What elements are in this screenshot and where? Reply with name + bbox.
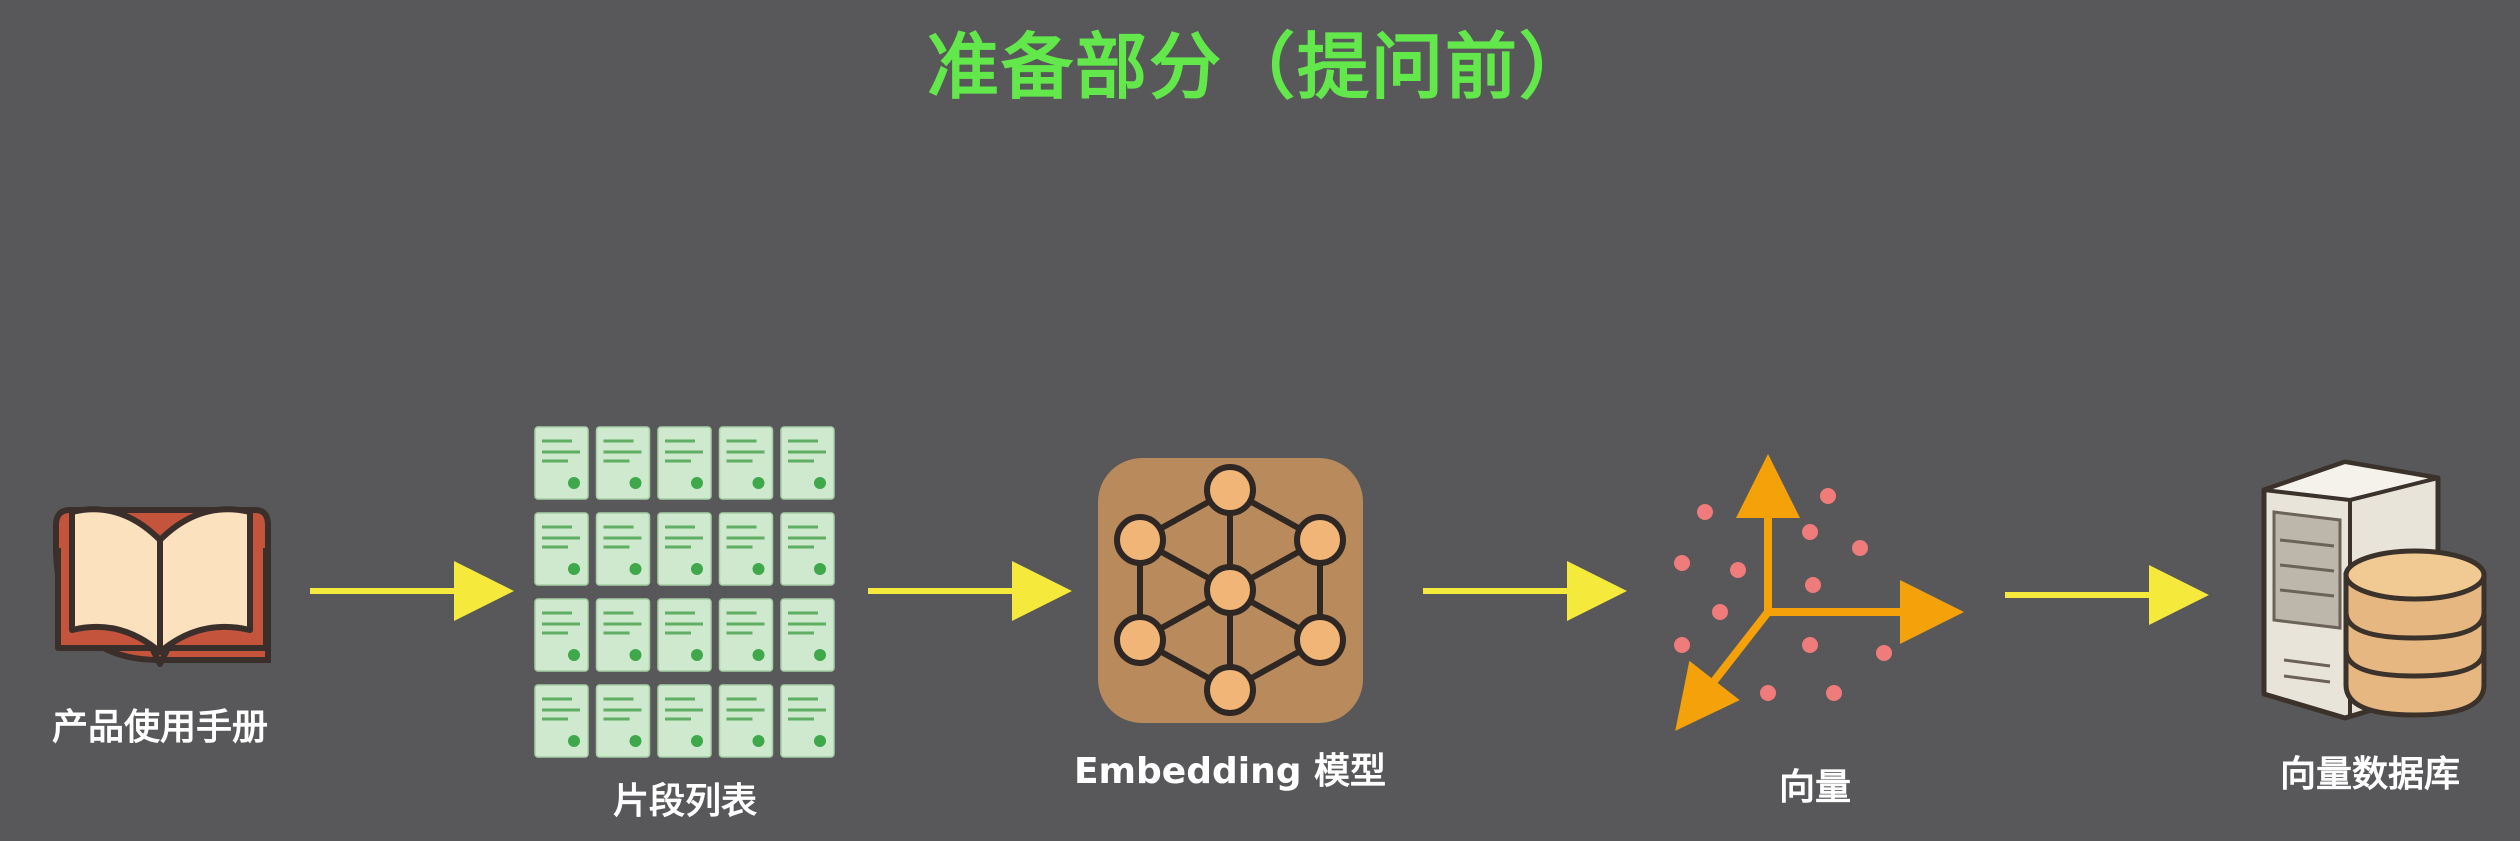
document-grid-icon — [534, 426, 835, 758]
neural-network-icon — [1098, 458, 1363, 723]
page-title: 准备部分（提问前） — [926, 25, 1593, 109]
step-label-chunks: 片段列表 — [612, 781, 757, 822]
database-server-icon — [2261, 459, 2487, 721]
step-label-vector-db: 向量数据库 — [2279, 754, 2460, 795]
document-chunk-icon — [657, 426, 712, 500]
step-label-vector: 向量 — [1778, 767, 1851, 808]
document-chunk-icon — [595, 426, 651, 500]
document-chunk-icon — [780, 684, 835, 758]
document-chunk-icon — [595, 684, 651, 758]
book-icon — [53, 506, 271, 667]
step-label-manual: 产品使用手册 — [51, 707, 268, 748]
document-chunk-icon — [595, 598, 651, 672]
document-chunk-icon — [718, 512, 774, 586]
document-chunk-icon — [657, 684, 712, 758]
document-chunk-icon — [534, 512, 589, 586]
document-chunk-icon — [718, 598, 774, 672]
document-chunk-icon — [780, 598, 835, 672]
document-chunk-icon — [718, 426, 774, 500]
vector-space-icon — [1674, 454, 1964, 731]
document-chunk-icon — [657, 512, 712, 586]
document-chunk-icon — [718, 684, 774, 758]
document-chunk-icon — [780, 426, 835, 500]
document-chunk-icon — [595, 512, 651, 586]
document-chunk-icon — [657, 598, 712, 672]
document-chunk-icon — [534, 598, 589, 672]
document-chunk-icon — [534, 684, 589, 758]
document-chunk-icon — [780, 512, 835, 586]
document-chunk-icon — [534, 426, 589, 500]
step-label-embedding-model: Embedding 模型 — [1073, 751, 1387, 792]
